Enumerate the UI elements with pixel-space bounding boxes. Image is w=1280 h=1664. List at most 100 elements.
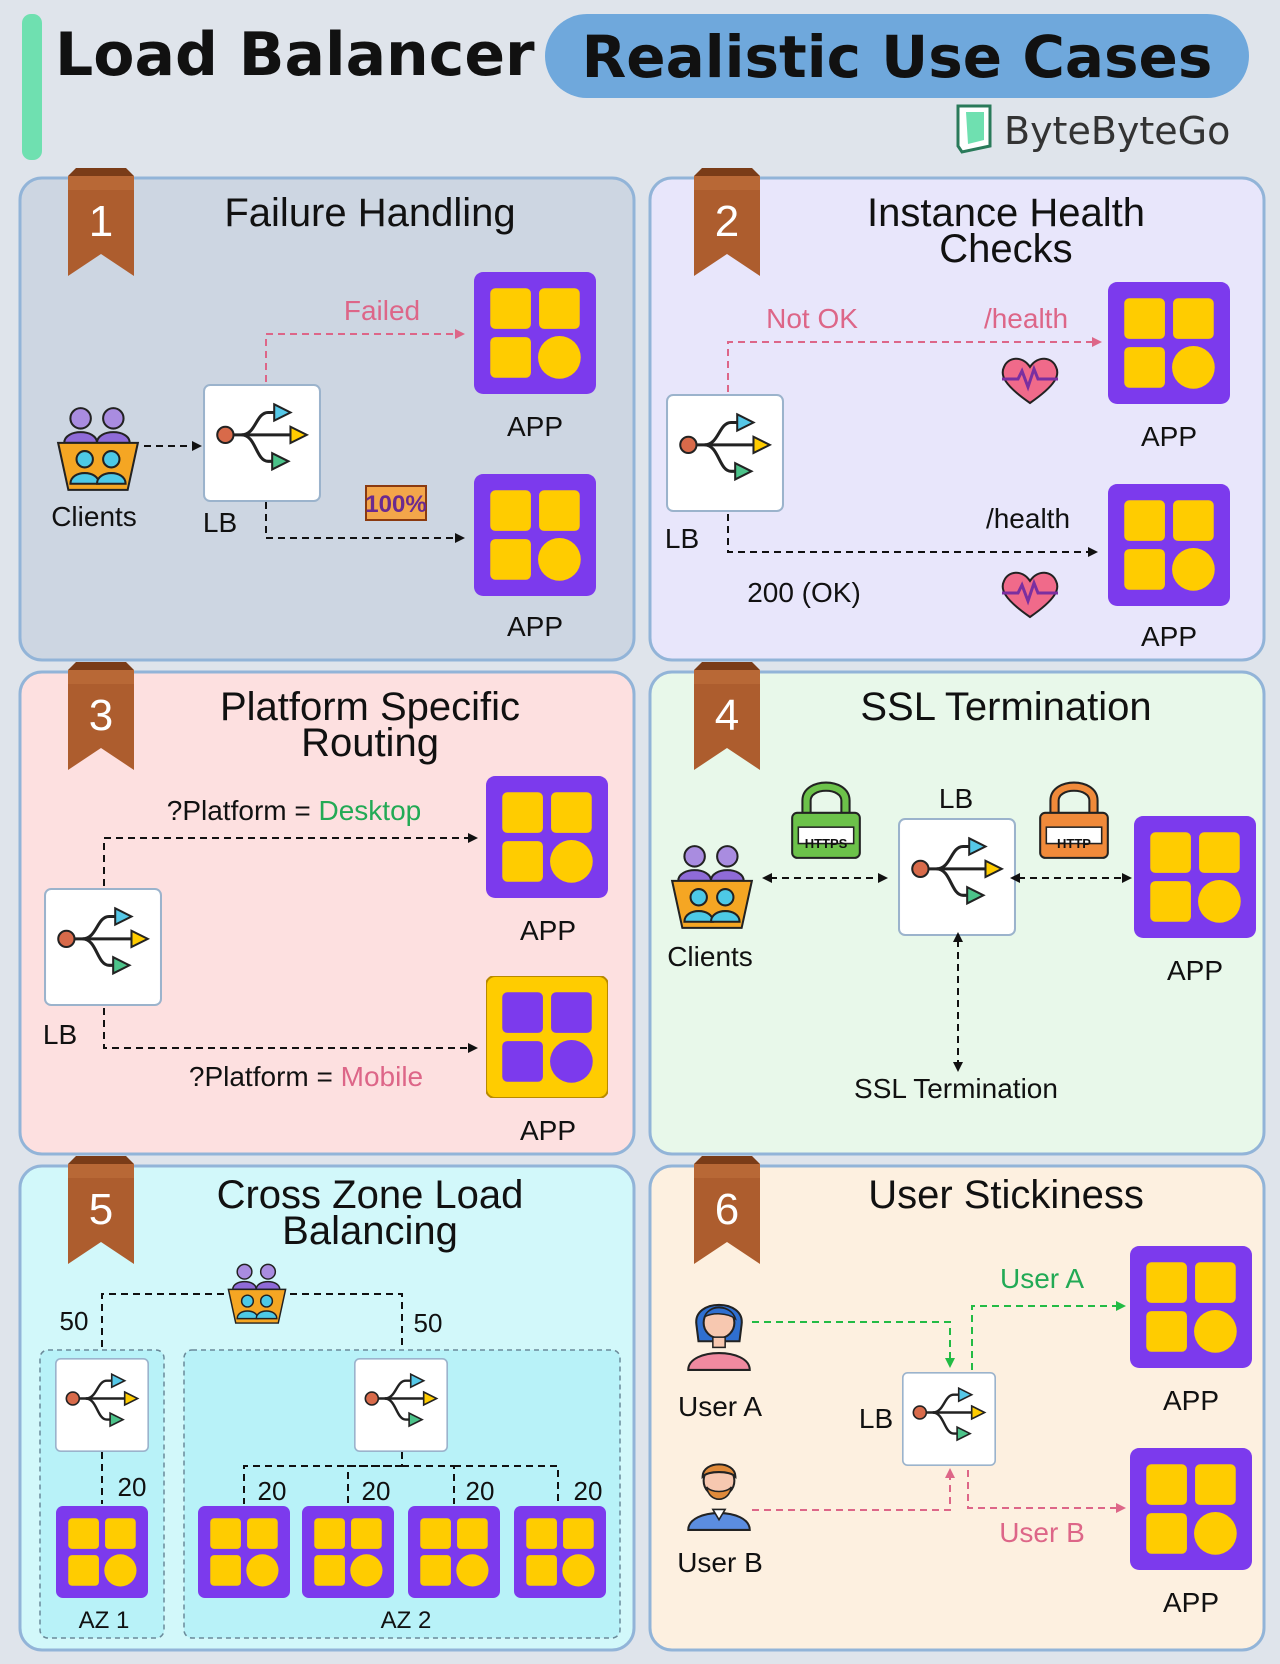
bytebytego-logo-icon xyxy=(956,104,992,154)
p2-lb-label: LB xyxy=(665,523,699,554)
p4-ssl-label: SSL Termination xyxy=(854,1073,1058,1104)
p2-not-ok-route-arrow xyxy=(727,337,1102,392)
p5-az2-connectors xyxy=(243,1452,559,1504)
p6-lb-to-app-a-arrow xyxy=(971,1301,1126,1370)
p5-az1-weight: 20 xyxy=(118,1472,147,1502)
p6-lb-label: LB xyxy=(859,1403,893,1434)
p1-failed-label: Failed xyxy=(344,295,420,326)
p6-user-b-label: User B xyxy=(677,1547,763,1578)
brand-name: ByteByteGo xyxy=(1004,109,1230,153)
p5-az2-lb-icon xyxy=(354,1358,448,1452)
p5-az2-weight-4: 20 xyxy=(574,1476,603,1506)
p4-app-label: APP xyxy=(1167,955,1223,986)
p6-user-b-to-lb-arrow xyxy=(752,1468,955,1511)
p2-app-top-icon xyxy=(1108,282,1230,404)
p3-app-mobile-icon xyxy=(486,976,608,1098)
p5-az1-app-icon xyxy=(56,1506,148,1598)
p2-health-bottom-label: /health xyxy=(986,503,1070,534)
header-title-pill xyxy=(545,14,1249,98)
p5-az1-label: AZ 1 xyxy=(79,1607,130,1634)
p4-lb-label: LB xyxy=(939,783,973,814)
panel-1-number: 1 xyxy=(89,197,113,246)
p1-healthy-route-arrow xyxy=(265,502,465,543)
p4-load-balancer-icon xyxy=(898,818,1016,936)
panel-3-platform-routing xyxy=(18,670,636,1156)
p6-user-a-label: User A xyxy=(678,1391,762,1422)
p3-desktop-route-arrow xyxy=(103,833,478,886)
p5-left-connector xyxy=(101,1293,224,1354)
p6-route-a-label: User A xyxy=(1000,1263,1084,1294)
p3-load-balancer-icon xyxy=(44,888,162,1006)
p6-app-top-icon xyxy=(1130,1246,1252,1368)
p2-not-ok-label: Not OK xyxy=(766,303,858,334)
p2-app-bottom-icon xyxy=(1108,484,1230,606)
p6-route-b-label: User B xyxy=(999,1517,1085,1548)
p1-percent-label: 100% xyxy=(365,491,426,518)
p5-right-weight: 50 xyxy=(414,1308,443,1338)
panel-3-title-line1: Platform Specific xyxy=(220,685,520,729)
p1-app-bottom-label: APP xyxy=(507,611,563,642)
p2-load-balancer-icon xyxy=(666,394,784,512)
p2-health-top-label: /health xyxy=(984,303,1068,334)
p5-az2-app-3-icon xyxy=(408,1506,500,1598)
p6-app-top-label: APP xyxy=(1163,1385,1219,1416)
p1-app-top-label: APP xyxy=(507,411,563,442)
p3-mobile-route-arrow xyxy=(103,1008,478,1053)
p3-app-desktop-icon xyxy=(486,776,608,898)
p6-load-balancer-icon xyxy=(902,1372,996,1466)
p6-user-a-to-lb-arrow xyxy=(752,1321,955,1368)
p4-clients-label: Clients xyxy=(667,941,753,972)
p1-app-bottom-icon xyxy=(474,474,596,596)
az2-zone xyxy=(183,1349,621,1639)
p5-az2-weight-2: 20 xyxy=(362,1476,391,1506)
p5-az2-app-1-icon xyxy=(198,1506,290,1598)
p2-ok-route-arrow xyxy=(727,514,1098,557)
panel-2-title-line2: Checks xyxy=(939,227,1072,271)
p2-app-bottom-label: APP xyxy=(1141,621,1197,652)
p1-percent-badge xyxy=(365,485,427,521)
user-a-avatar-icon xyxy=(687,1303,751,1371)
p1-failed-route-arrow xyxy=(265,329,465,382)
p1-app-top-icon xyxy=(474,272,596,394)
p5-right-connector xyxy=(290,1293,403,1354)
p3-app-bottom-label: APP xyxy=(520,1115,576,1146)
p3-mobile-condition: ?Platform = Mobile xyxy=(189,1061,423,1092)
p5-az2-weight-3: 20 xyxy=(466,1476,495,1506)
panel-4-number: 4 xyxy=(715,691,739,740)
panel-2-title-line1: Instance Health xyxy=(867,191,1145,235)
panel-6-title: User Stickiness xyxy=(868,1173,1144,1217)
p1-load-balancer-icon xyxy=(203,384,321,502)
panel-3-title-line2: Routing xyxy=(301,721,439,765)
p5-az2-app-4-icon xyxy=(514,1506,606,1598)
p2-app-top-label: APP xyxy=(1141,421,1197,452)
p6-app-bottom-label: APP xyxy=(1163,1587,1219,1618)
panel-1-title: Failure Handling xyxy=(224,191,515,235)
panel-5-title-line2: Balancing xyxy=(282,1209,458,1253)
p3-lb-label: LB xyxy=(43,1019,77,1050)
p5-az2-label: AZ 2 xyxy=(381,1607,432,1634)
panel-6-number: 6 xyxy=(715,1185,739,1234)
p5-left-weight: 50 xyxy=(60,1306,89,1336)
p3-app-top-label: APP xyxy=(520,915,576,946)
p4-https-label: HTTPS xyxy=(805,836,848,851)
p5-az1-lb-icon xyxy=(55,1358,149,1452)
p4-http-label: HTTP xyxy=(1057,836,1091,851)
p3-desktop-condition: ?Platform = Desktop xyxy=(167,795,421,826)
header-title-right: Realistic Use Cases xyxy=(582,23,1213,91)
panel-4-title: SSL Termination xyxy=(860,685,1151,729)
p2-ok-label: 200 (OK) xyxy=(747,577,861,608)
header-title-left: Load Balancer xyxy=(55,20,535,90)
panel-5-title-line1: Cross Zone Load xyxy=(217,1173,524,1217)
p6-app-bottom-icon xyxy=(1130,1448,1252,1570)
panel-2-number: 2 xyxy=(715,197,739,246)
p1-clients-label: Clients xyxy=(51,501,137,532)
panel-5-number: 5 xyxy=(89,1185,113,1234)
p1-lb-label: LB xyxy=(203,507,237,538)
p6-lb-to-app-b-arrow xyxy=(967,1470,1126,1513)
p5-az2-weight-1: 20 xyxy=(258,1476,287,1506)
header-accent-bar xyxy=(22,14,42,160)
p5-az2-app-2-icon xyxy=(302,1506,394,1598)
p4-app-icon xyxy=(1134,816,1256,938)
panel-3-number: 3 xyxy=(89,691,113,740)
